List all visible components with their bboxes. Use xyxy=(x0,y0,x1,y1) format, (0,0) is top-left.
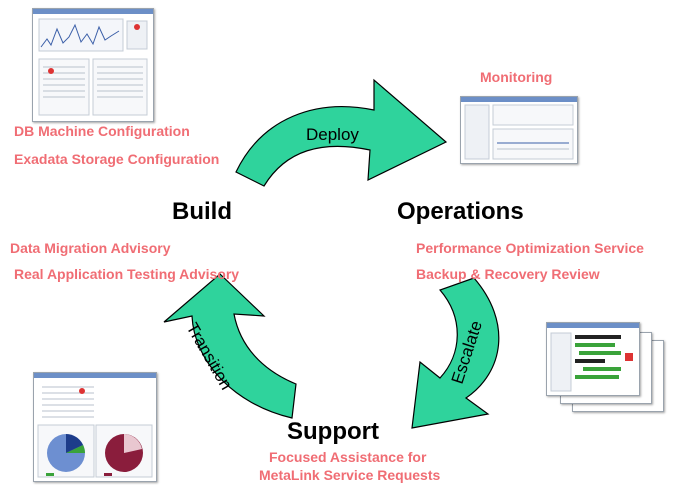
thumbnail-monitor-graphic xyxy=(464,104,574,160)
phase-build: Build xyxy=(172,198,232,225)
escalate-screenshot-thumbnail xyxy=(546,322,640,396)
thumbnail-titlebar xyxy=(33,9,153,14)
thumbnail-titlebar xyxy=(547,323,639,328)
deploy-arrow-label: Deploy xyxy=(306,125,359,144)
service-focused-assistance-line1: Focused Assistance for xyxy=(269,449,427,465)
deploy-arrow xyxy=(235,78,448,187)
service-exadata-storage-configuration: Exadata Storage Configuration xyxy=(14,151,220,167)
service-performance-optimization: Performance Optimization Service xyxy=(416,240,644,256)
thumbnail-titlebar xyxy=(461,97,577,102)
service-focused-assistance-line2: MetaLink Service Requests xyxy=(259,467,441,483)
thumbnail-pie-graphic xyxy=(37,386,153,478)
transition-arrow xyxy=(163,273,297,419)
thumbnail-chart-graphic xyxy=(38,18,148,116)
phase-support: Support xyxy=(287,418,379,445)
phase-operations: Operations xyxy=(397,198,524,225)
service-data-migration-advisory: Data Migration Advisory xyxy=(10,240,171,256)
thumbnail-gantt-graphic xyxy=(550,332,633,392)
monitoring-screenshot-thumbnail xyxy=(460,96,578,164)
build-screenshot-thumbnail xyxy=(32,8,154,122)
service-monitoring: Monitoring xyxy=(480,69,553,85)
service-db-machine-configuration: DB Machine Configuration xyxy=(14,123,190,139)
service-real-application-testing-advisory: Real Application Testing Advisory xyxy=(14,266,240,282)
service-backup-recovery-review: Backup & Recovery Review xyxy=(416,266,600,282)
thumbnail-titlebar xyxy=(34,373,156,378)
support-screenshot-thumbnail xyxy=(33,372,157,482)
escalate-arrow xyxy=(411,277,500,429)
